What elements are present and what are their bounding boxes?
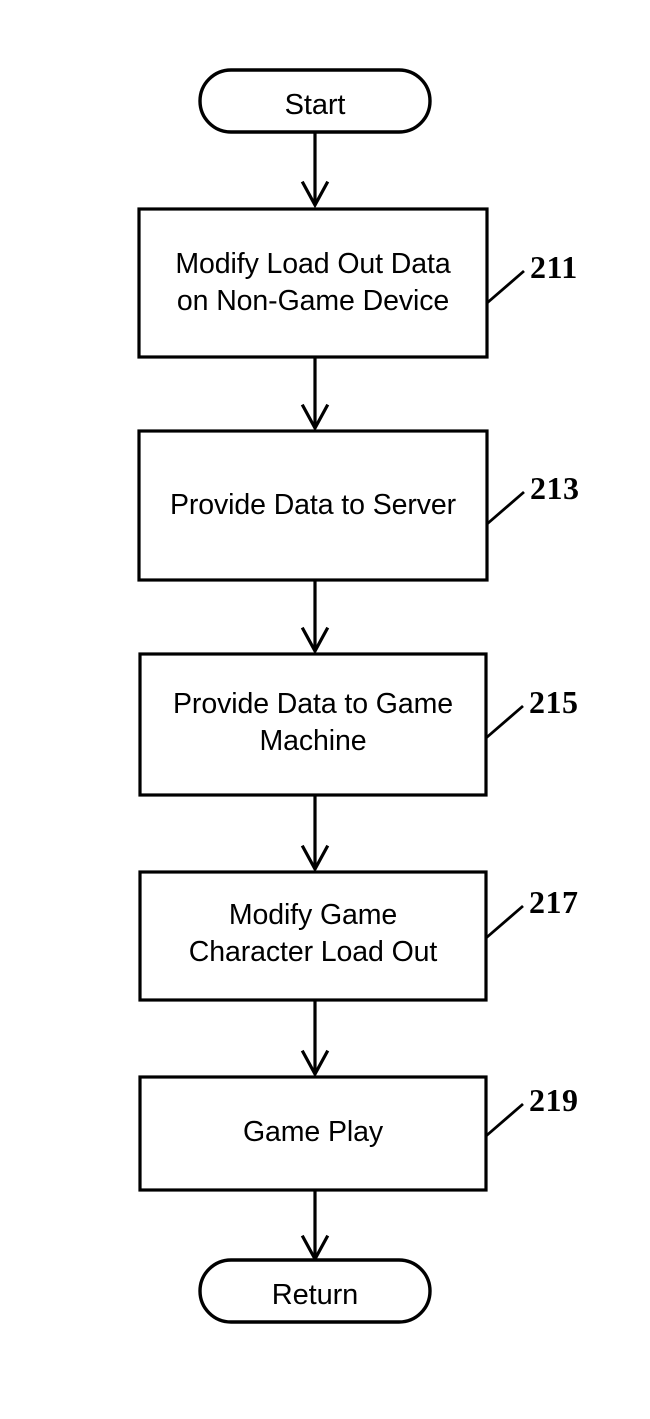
process-box-213-label: Provide Data to Server [169,489,457,521]
connector-219-to-return [300,1190,330,1263]
connector-215-to-217 [300,795,330,873]
process-box-219-shape [138,1075,488,1192]
process-box-217-shape [138,870,488,1002]
connector-start-to-211 [300,132,330,209]
leader-line-211 [486,269,525,305]
process-box-215-shape [138,652,488,797]
process-box-211-label: Modify Load Out Data on Non-Game Device [175,248,451,318]
connector-217-to-219 [300,1000,330,1078]
process-box-213-shape [137,429,489,582]
ref-numeral-217: 217 [529,884,579,920]
connector-211-to-213 [300,357,330,432]
process-box-215-label: Provide Data to Game Machine [173,688,453,758]
process-box-219-label: Game Play [242,1116,384,1148]
return-terminator-shape [198,1258,432,1324]
ref-numeral-215: 215 [529,684,579,720]
leader-line-215 [485,704,524,740]
return-terminator-label: Return [271,1279,359,1311]
process-box-211-shape [137,207,489,359]
process-box-217-label: Modify Game Character Load Out [188,899,438,969]
start-terminator-label: Start [284,89,346,121]
leader-line-213 [486,490,525,526]
ref-numeral-211: 211 [530,249,578,285]
connector-213-to-215 [300,580,330,655]
leader-line-217 [485,904,524,940]
ref-numeral-219: 219 [529,1082,579,1118]
leader-line-219 [485,1102,524,1138]
ref-numeral-213: 213 [530,470,580,506]
